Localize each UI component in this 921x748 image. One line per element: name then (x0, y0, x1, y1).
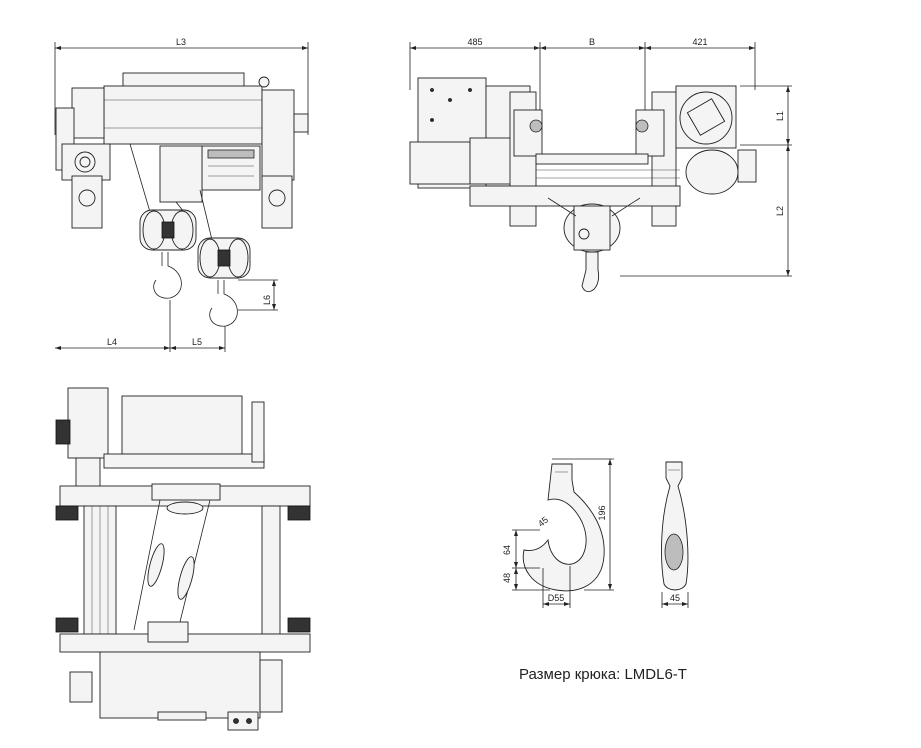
hook-dim-45-throat: 45 (536, 515, 550, 529)
dim-l6: L6 (262, 295, 272, 305)
dim-l3: L3 (176, 37, 186, 47)
dim-l4: L4 (107, 337, 117, 347)
side-view: 485 B 421 (409, 37, 792, 292)
hook-dim-48: 48 (502, 573, 512, 583)
hook-dim-d55: D55 (548, 593, 565, 603)
hook-detail: 196 45 64 48 D55 45 (502, 458, 689, 608)
hook-dim-64: 64 (502, 545, 512, 555)
top-view (55, 387, 311, 731)
dim-b: B (589, 37, 595, 47)
dim-l5: L5 (192, 337, 202, 347)
hook-side-dim-45: 45 (670, 593, 680, 603)
dim-l1: L1 (775, 111, 785, 121)
dim-421: 421 (692, 37, 707, 47)
dim-485: 485 (467, 37, 482, 47)
hook-size-caption: Размер крюка: LMDL6-T (519, 666, 687, 683)
front-view: L3 (54, 37, 309, 352)
hook-dim-196: 196 (597, 505, 607, 520)
dim-l2: L2 (775, 206, 785, 216)
